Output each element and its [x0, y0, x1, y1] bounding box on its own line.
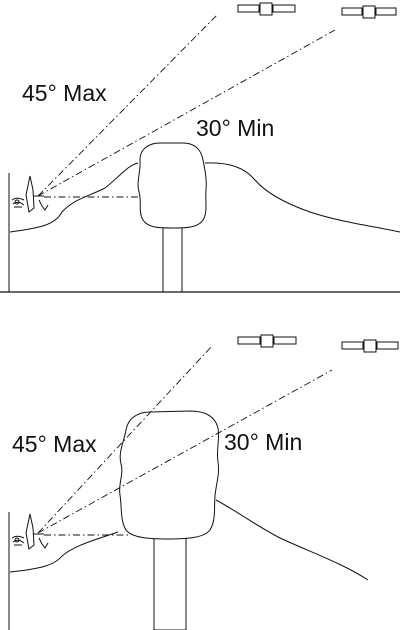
- hillside: [9, 162, 400, 233]
- tree-icon: [119, 410, 220, 630]
- satellite-dish-icon: [8, 512, 49, 630]
- panel-top: 45° Max 30° Min: [0, 2, 400, 293]
- label-45-max: 45° Max: [12, 431, 97, 457]
- satellite-dish-icon: [8, 173, 49, 292]
- label-30-min: 30° Min: [224, 429, 302, 455]
- panel-bottom: 45° Max 30° Min: [8, 334, 399, 630]
- satellite-icon: [237, 2, 296, 16]
- label-30-min: 30° Min: [196, 115, 274, 141]
- label-45-max: 45° Max: [22, 80, 107, 106]
- hillside: [9, 499, 369, 581]
- satellite-icon: [341, 339, 399, 353]
- satellite-icon: [237, 334, 297, 348]
- satellite-icon: [341, 5, 397, 19]
- ray-45-max: [37, 13, 219, 197]
- ray-30-min: [37, 369, 333, 534]
- tree-icon: [137, 142, 207, 293]
- ray-30-min: [37, 29, 336, 197]
